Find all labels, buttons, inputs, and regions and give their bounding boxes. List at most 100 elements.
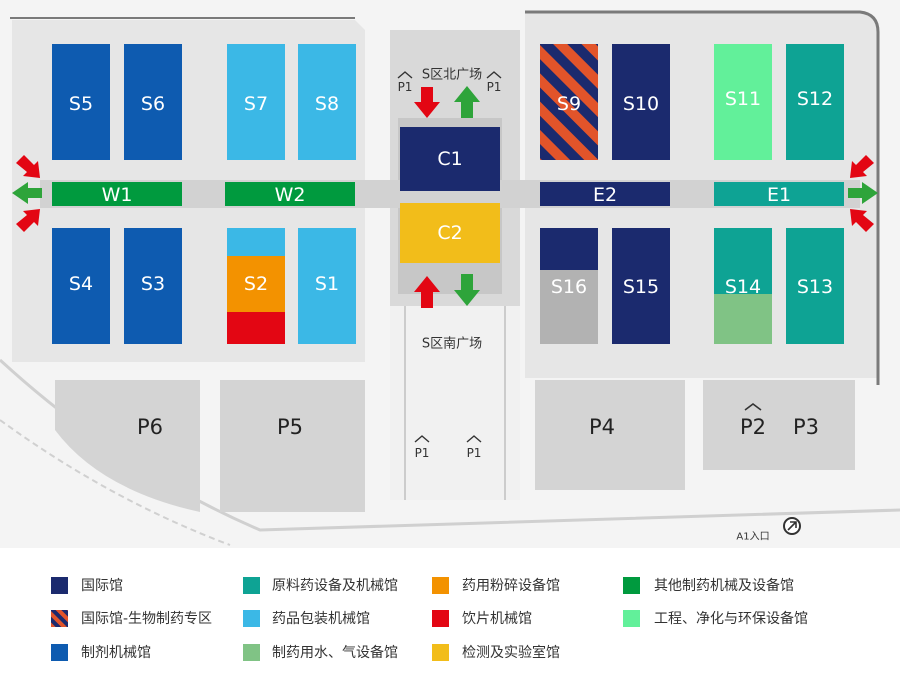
- arrow-down-icon: [414, 87, 440, 118]
- hall-label-w1: W1: [102, 184, 133, 206]
- hall-s2-middle[interactable]: [227, 256, 285, 312]
- hall-s4[interactable]: [52, 228, 110, 344]
- hall-label-s6: S6: [141, 93, 165, 115]
- hall-s12[interactable]: [786, 44, 844, 160]
- hall-s2-bottom[interactable]: [227, 312, 285, 344]
- legend-item-testing: 检测及实验室馆: [432, 644, 560, 661]
- legend-swatch: [432, 644, 449, 661]
- lot-label-p2: P2: [740, 415, 766, 439]
- legend-item-decoction: 饮片机械馆: [432, 610, 532, 627]
- hall-label-s5: S5: [69, 93, 93, 115]
- hall-label-e1: E1: [767, 184, 791, 206]
- p1-label: P1: [415, 446, 430, 460]
- hall-label-s2: S2: [244, 273, 268, 295]
- lot-label-p6: P6: [137, 415, 163, 439]
- hall-c1[interactable]: [400, 127, 500, 191]
- hall-label-s7: S7: [244, 93, 268, 115]
- hall-s11[interactable]: [714, 44, 772, 160]
- p1-marker-sw: P1: [414, 435, 430, 460]
- hall-e1[interactable]: [714, 182, 844, 206]
- hall-s10[interactable]: [612, 44, 670, 160]
- hall-label-s10: S10: [623, 93, 659, 115]
- legend-swatch: [51, 610, 68, 627]
- arrow-down-icon: [454, 274, 480, 306]
- hall-c2[interactable]: [400, 203, 500, 263]
- legend-item-other-machinery: 其他制药机械及设备馆: [623, 577, 794, 594]
- hall-label-s4: S4: [69, 273, 93, 295]
- hall-s7[interactable]: [227, 44, 285, 160]
- legend-label: 国际馆: [81, 578, 123, 594]
- hall-w2[interactable]: [225, 182, 355, 206]
- legend-item-engineering: 工程、净化与环保设备馆: [623, 610, 808, 627]
- lot-p4: [535, 380, 685, 490]
- parking-hat-icon: [486, 71, 502, 79]
- legend-label: 饮片机械馆: [462, 611, 532, 627]
- hall-s15[interactable]: [612, 228, 670, 344]
- arrow-diagonal-icon: [850, 209, 874, 232]
- legend-label: 制药用水、气设备馆: [272, 644, 398, 661]
- legend-label: 其他制药机械及设备馆: [654, 577, 794, 594]
- p1-marker-nw: P1: [397, 71, 413, 94]
- legend-item-international: 国际馆: [51, 577, 123, 594]
- legend-swatch: [243, 644, 260, 661]
- exit-arrow-icon-east: [848, 182, 878, 204]
- lot-label-p3: P3: [793, 415, 819, 439]
- exit-arrow-icon-north: [454, 86, 480, 118]
- p1-label: P1: [398, 80, 413, 94]
- outer-road-curve-2: [0, 419, 231, 546]
- hall-label-s1: S1: [315, 273, 339, 295]
- p1-marker-se: P1: [466, 435, 482, 460]
- hall-s9[interactable]: [540, 44, 598, 160]
- legend-label: 制剂机械馆: [81, 645, 151, 661]
- hall-label-s15: S15: [623, 276, 659, 298]
- legend: 国际馆 国际馆-生物制药专区 制剂机械馆 原料药设备及机械馆 药品包装机械馆 制…: [51, 577, 808, 661]
- lot-p6: [55, 380, 200, 512]
- exit-arrow-icon-west: [12, 182, 42, 204]
- legend-swatch: [623, 577, 640, 594]
- lot-p2p3: [703, 380, 855, 470]
- hall-w1[interactable]: [52, 182, 182, 206]
- entry-arrow-icon-north: [414, 87, 440, 118]
- arrow-up-icon: [454, 86, 480, 118]
- hall-label-s11: S11: [725, 88, 761, 110]
- hall-label-s16: S16: [551, 276, 587, 298]
- arrow-up-icon: [414, 276, 440, 308]
- legend-swatch: [243, 577, 260, 594]
- lot-label-p5: P5: [277, 415, 303, 439]
- hall-label-s14: S14: [725, 276, 761, 298]
- hall-e2[interactable]: [540, 182, 670, 206]
- hall-label-c1: C1: [437, 148, 462, 170]
- parking-hat-icon-p2: [744, 403, 762, 411]
- hall-s5[interactable]: [52, 44, 110, 160]
- hall-label-s8: S8: [315, 93, 339, 115]
- hall-label-s12: S12: [797, 88, 833, 110]
- hall-s2-top[interactable]: [227, 228, 285, 256]
- legend-swatch: [51, 577, 68, 594]
- lot-p5: [220, 380, 365, 512]
- legend-label: 原料药设备及机械馆: [272, 577, 398, 594]
- exit-arrow-icon-south: [454, 274, 480, 306]
- parking-hat-icon: [414, 435, 430, 443]
- lot-label-p4: P4: [589, 415, 615, 439]
- legend-label: 国际馆-生物制药专区: [81, 611, 212, 627]
- legend-swatch: [623, 610, 640, 627]
- legend-swatch: [51, 644, 68, 661]
- hall-s8[interactable]: [298, 44, 356, 160]
- south-plaza-label: S区南广场: [422, 336, 482, 352]
- hall-s3[interactable]: [124, 228, 182, 344]
- hall-s13[interactable]: [786, 228, 844, 344]
- hall-s6[interactable]: [124, 44, 182, 160]
- p1-label: P1: [487, 80, 502, 94]
- hall-s16-top[interactable]: [540, 228, 598, 270]
- entry-arrow-icon-west-lower: [16, 209, 40, 232]
- parking-hat-icon: [466, 435, 482, 443]
- legend-label: 工程、净化与环保设备馆: [654, 610, 808, 627]
- hall-s14-bottom[interactable]: [714, 294, 772, 344]
- entry-arrow-icon-east-lower: [850, 209, 874, 232]
- hall-s14-top[interactable]: [714, 228, 772, 294]
- legend-item-bio-zone: 国际馆-生物制药专区: [51, 610, 212, 627]
- p1-label: P1: [467, 446, 482, 460]
- hall-s1[interactable]: [298, 228, 356, 344]
- hall-s16-bottom[interactable]: [540, 270, 598, 344]
